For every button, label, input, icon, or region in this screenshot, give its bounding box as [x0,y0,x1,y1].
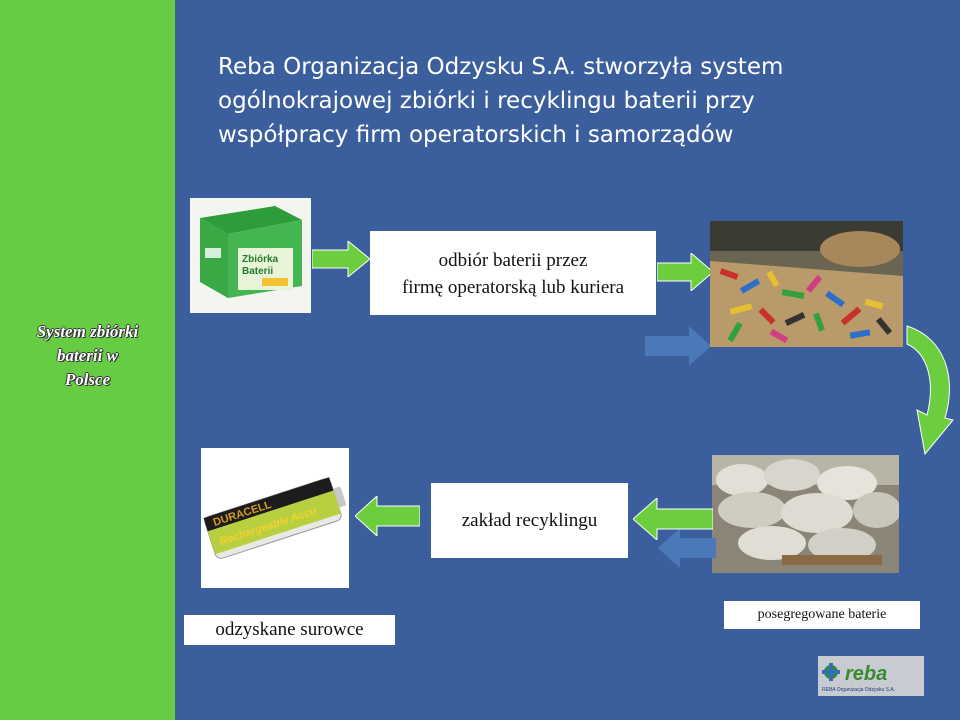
battery-pile-photo [710,221,903,347]
recovered-materials-label: odzyskane surowce [184,615,395,645]
arrow-right-faint [645,326,711,366]
arrow-left-1 [633,498,713,540]
sidebar-title-line-2: baterii w [0,344,175,368]
heading-line-1: Reba Organizacja Odzysku S.A. stworzyła … [218,50,938,84]
heading-line-3: współpracy firm operatorskich i samorząd… [218,118,938,152]
arrow-right-2 [657,253,713,291]
pickup-step-line-2: firmę operatorską lub kuriera [370,274,656,301]
arrow-right-1 [312,241,370,277]
arrow-left-2 [355,496,420,536]
sorted-batteries-label: posegregowane baterie [724,601,920,629]
curved-arrow-down [905,318,960,458]
reba-logo: reba REBA Organizacja Odzysku S.A. [818,656,924,696]
sidebar-title: System zbiórki baterii w Polsce [0,320,175,392]
recycling-plant-box: zakład recyklingu [431,483,628,558]
sorted-batteries-photo [712,455,899,573]
heading-line-2: ogólnokrajowej zbiórki i recyklingu bate… [218,84,938,118]
pickup-step-box: odbiór baterii przez firmę operatorską l… [370,231,656,315]
slide-heading: Reba Organizacja Odzysku S.A. stworzyła … [218,50,938,152]
pickup-step-line-1: odbiór baterii przez [370,247,656,274]
box-label-line-2: Baterii [242,266,273,277]
sidebar-title-line-1: System zbiórki [0,320,175,344]
sidebar: System zbiórki baterii w Polsce [0,0,175,720]
logo-subtitle: REBA Organizacja Odzysku S.A. [822,687,895,693]
box-label-line-1: Zbiórka [242,254,279,265]
sidebar-title-line-3: Polsce [0,368,175,392]
logo-name: reba [845,663,887,685]
recovered-battery-photo: DURACELL Rechargeable Accu [201,448,349,588]
collection-box-photo: Zbiórka Baterii [190,198,311,313]
